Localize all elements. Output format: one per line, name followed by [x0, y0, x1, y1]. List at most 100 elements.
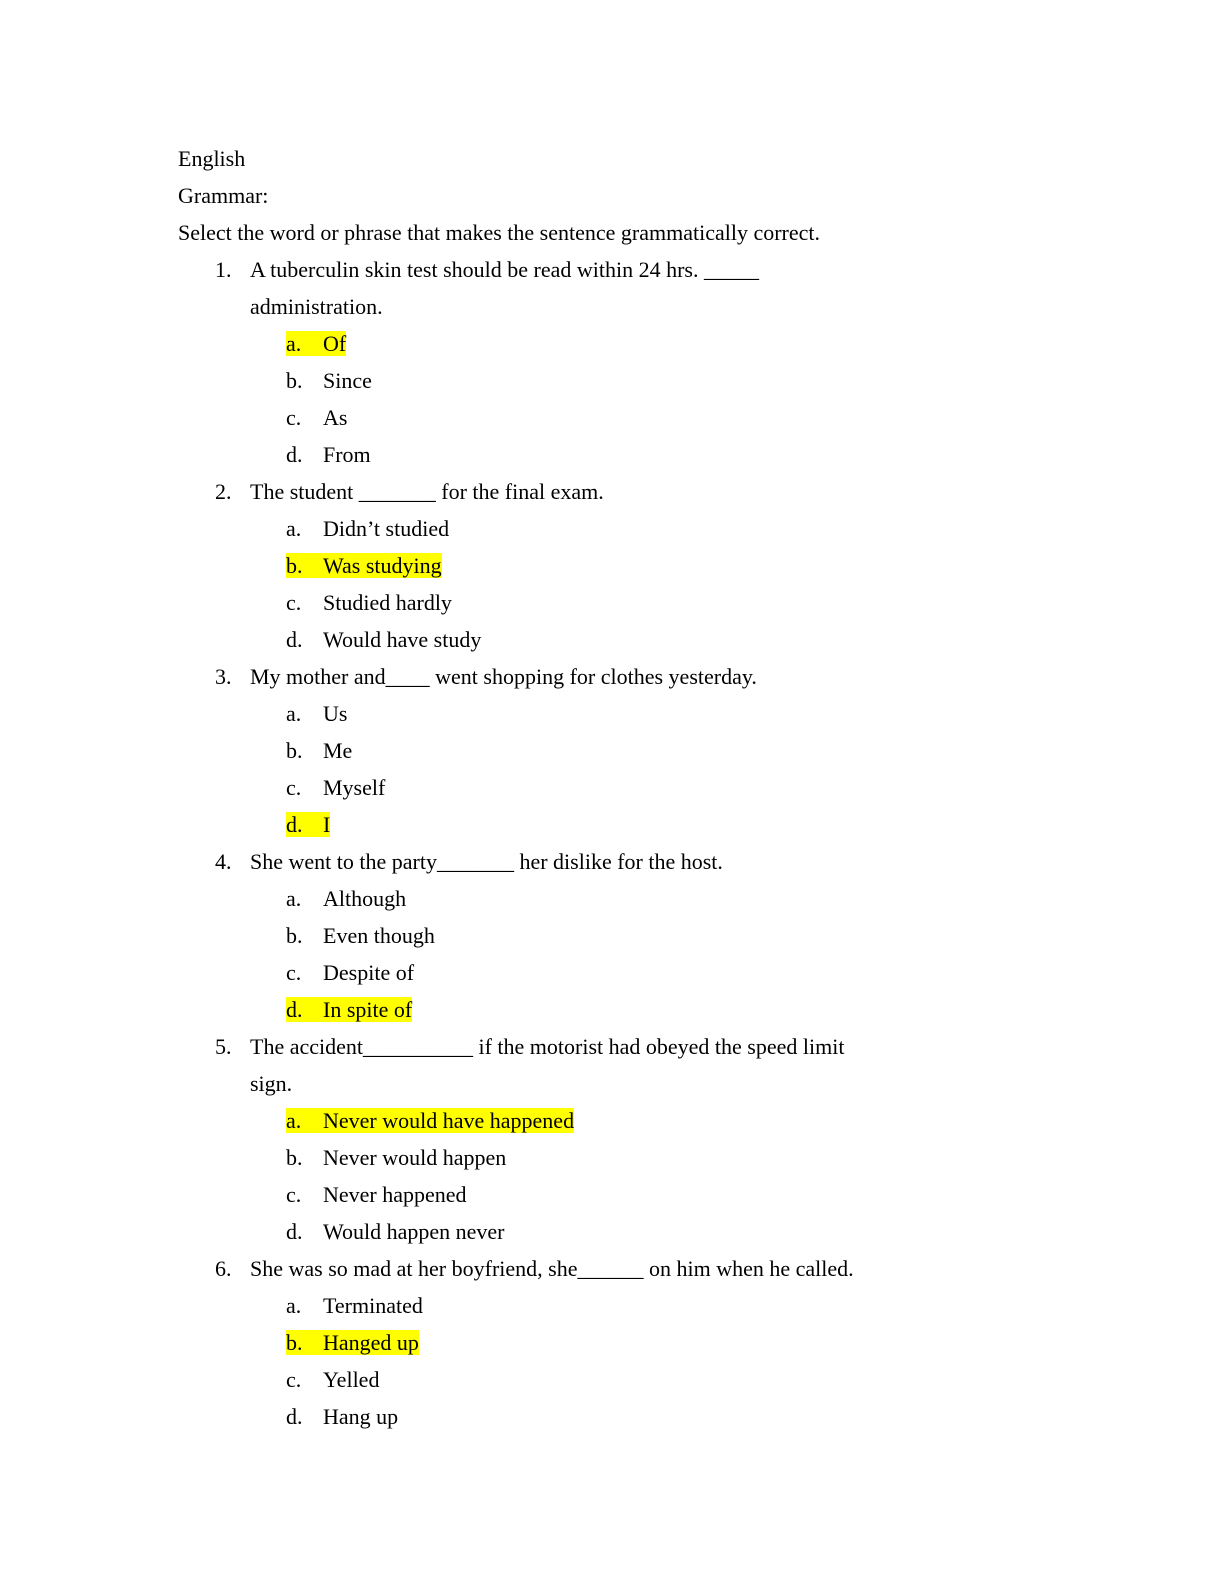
question-row: 1. A tuberculin skin test should be read…	[178, 251, 1054, 325]
question-text: My mother and____ went shopping for clot…	[250, 664, 757, 689]
option-group: a. Of b.Since c. As d. From	[178, 325, 1054, 473]
question-number: 6.	[215, 1256, 232, 1281]
option-group: a. Never would have happened b.Never woul…	[178, 1102, 1054, 1250]
option-content: c. Myself	[286, 775, 385, 800]
option-group: a. Although b. Even though c.Despite of d.…	[178, 880, 1054, 1028]
option-letter: d.	[286, 442, 303, 467]
question-item: 3. My mother and____ went shopping for c…	[178, 658, 1054, 843]
option-content: d. Would have study	[286, 627, 481, 652]
question-item: 2. The student _______ for the final exa…	[178, 473, 1054, 658]
option-content: c.Despite of	[286, 960, 414, 985]
option-content: b. Me	[286, 738, 352, 763]
option-label: As	[323, 405, 348, 430]
option-label: Of	[323, 331, 347, 356]
option-row: a. Although	[286, 880, 1054, 917]
option-label: Hanged up	[323, 1330, 419, 1355]
option-label: In spite of	[323, 997, 413, 1022]
option-letter: b.	[286, 1330, 303, 1355]
option-row: a. Never would have happened	[286, 1102, 1054, 1139]
option-content-highlighted: a. Of	[286, 331, 347, 356]
option-content-highlighted: d.I	[286, 812, 331, 837]
option-label: Even though	[323, 923, 435, 948]
option-letter: b.	[286, 738, 303, 763]
question-text: The student _______ for the final exam.	[250, 479, 604, 504]
option-row: b.Since	[286, 362, 1054, 399]
option-label: Never happened	[323, 1182, 467, 1207]
option-content-highlighted: b. Was studying	[286, 553, 442, 578]
option-label: Yelled	[323, 1367, 380, 1392]
option-content: d.Hang up	[286, 1404, 398, 1429]
option-row: c. Myself	[286, 769, 1054, 806]
option-row: a.Didn’t studied	[286, 510, 1054, 547]
question-number: 5.	[215, 1034, 232, 1059]
option-group: a.Didn’t studied b. Was studying c.Studie…	[178, 510, 1054, 658]
option-letter: b.	[286, 553, 303, 578]
option-label: Would happen never	[323, 1219, 505, 1244]
option-content-highlighted: d. In spite of	[286, 997, 413, 1022]
option-content-highlighted: b. Hanged up	[286, 1330, 419, 1355]
question-item: 1. A tuberculin skin test should be read…	[178, 251, 1054, 473]
question-row: 4. She went to the party_______ her disl…	[178, 843, 1054, 880]
option-row: b. Me	[286, 732, 1054, 769]
option-content: c. Yelled	[286, 1367, 379, 1392]
option-group: a.Terminated b. Hanged up c. Yelled d.Hang…	[178, 1287, 1054, 1435]
option-letter: a.	[286, 886, 302, 911]
option-letter: d.	[286, 997, 303, 1022]
question-list: 1. A tuberculin skin test should be read…	[178, 251, 1054, 1435]
option-letter: c.	[286, 405, 302, 430]
option-content: a.Terminated	[286, 1293, 423, 1318]
option-content: c. As	[286, 405, 347, 430]
question-number: 3.	[215, 664, 232, 689]
question-number: 1.	[215, 257, 232, 282]
doc-instructions: Select the word or phrase that makes the…	[178, 220, 821, 245]
option-letter: a.	[286, 331, 302, 356]
option-letter: a.	[286, 1293, 302, 1318]
option-content: b. Even though	[286, 923, 435, 948]
option-content: c.Studied hardly	[286, 590, 452, 615]
question-number: 4.	[215, 849, 232, 874]
doc-title: English	[178, 146, 246, 171]
option-label: Was studying	[323, 553, 442, 578]
option-content: a.Didn’t studied	[286, 516, 449, 541]
option-label: Although	[323, 886, 407, 911]
option-label: Me	[323, 738, 353, 763]
option-row: b.Never would happen	[286, 1139, 1054, 1176]
option-row: d.I	[286, 806, 1054, 843]
option-row: d.Hang up	[286, 1398, 1054, 1435]
option-row: c.Studied hardly	[286, 584, 1054, 621]
option-label: Would have study	[323, 627, 482, 652]
question-text: The accident__________ if the motorist h…	[250, 1034, 845, 1096]
option-content: a. Although	[286, 886, 406, 911]
question-row: 3. My mother and____ went shopping for c…	[178, 658, 1054, 695]
option-content: a.Us	[286, 701, 347, 726]
option-letter: c.	[286, 1367, 302, 1392]
doc-subtitle: Grammar:	[178, 183, 269, 208]
option-label: Myself	[323, 775, 386, 800]
option-label: Never would have happened	[323, 1108, 575, 1133]
option-letter: c.	[286, 960, 302, 985]
question-row: 2. The student _______ for the final exa…	[178, 473, 1054, 510]
option-row: b. Hanged up	[286, 1324, 1054, 1361]
option-row: d. In spite of	[286, 991, 1054, 1028]
option-letter: b.	[286, 923, 303, 948]
option-letter: a.	[286, 701, 302, 726]
question-text: A tuberculin skin test should be read wi…	[250, 257, 759, 319]
option-row: c. Yelled	[286, 1361, 1054, 1398]
question-row: 6. She was so mad at her boyfriend, she_…	[178, 1250, 1054, 1287]
option-row: c.Despite of	[286, 954, 1054, 991]
option-letter: a.	[286, 1108, 302, 1133]
option-content: d.Would happen never	[286, 1219, 505, 1244]
option-row: c. As	[286, 399, 1054, 436]
option-content: b.Since	[286, 368, 372, 393]
option-label: From	[323, 442, 371, 467]
option-row: b. Even though	[286, 917, 1054, 954]
option-letter: b.	[286, 1145, 303, 1170]
option-letter: d.	[286, 1404, 303, 1429]
option-letter: b.	[286, 368, 303, 393]
question-number: 2.	[215, 479, 232, 504]
option-label: Didn’t studied	[323, 516, 450, 541]
option-group: a.Us b. Me c. Myself d.I	[178, 695, 1054, 843]
option-letter: c.	[286, 775, 302, 800]
option-letter: d.	[286, 627, 303, 652]
option-letter: d.	[286, 812, 303, 837]
